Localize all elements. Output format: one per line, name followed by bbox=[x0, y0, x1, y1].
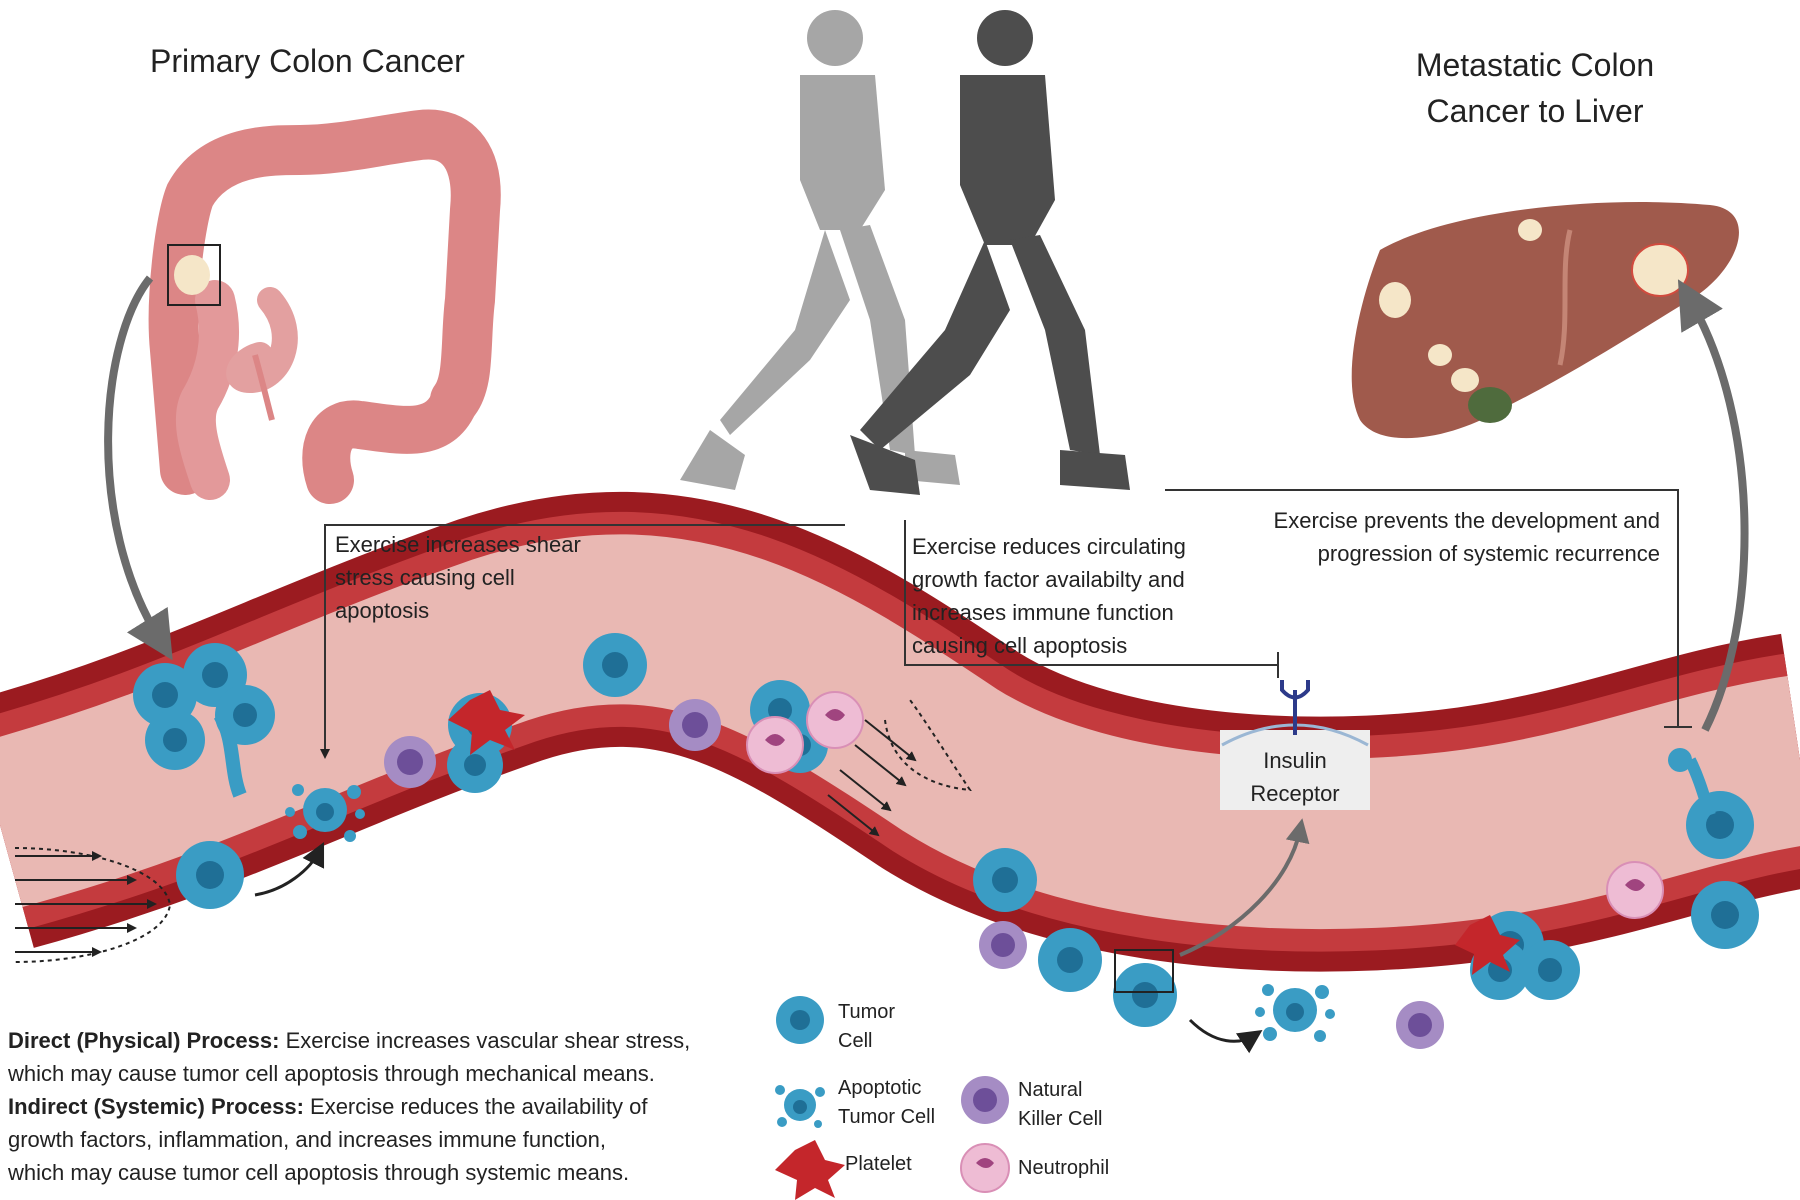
tumor-cluster-primary bbox=[133, 643, 275, 798]
colon-illustration bbox=[148, 109, 501, 504]
apoptosis-arrow-left bbox=[254, 841, 325, 897]
legend-platelet-label: Platelet bbox=[845, 1153, 912, 1175]
direct-process-heading: Direct (Physical) Process: bbox=[8, 1028, 280, 1053]
recurrence-note: Exercise prevents the development and pr… bbox=[1225, 504, 1660, 570]
legend-apoptotic-cell-icon bbox=[775, 1085, 825, 1128]
apoptosis-arrow-right bbox=[1188, 1018, 1263, 1054]
colon-to-vessel-arrow bbox=[104, 275, 173, 661]
metastatic-title-line1: Metastatic Colon bbox=[1415, 47, 1655, 83]
tumor-cell-extravasating bbox=[1668, 748, 1754, 859]
walker-light bbox=[680, 10, 960, 490]
walker-dark bbox=[850, 10, 1130, 495]
tumor-zoom-box bbox=[167, 244, 221, 306]
legend-tumor-cell-icon bbox=[776, 996, 824, 1044]
zoom-box bbox=[1114, 949, 1174, 993]
growth-note-line: increases immune function bbox=[912, 600, 1174, 625]
legend-label-line: Cell bbox=[838, 1030, 873, 1052]
nk-cells bbox=[384, 699, 1444, 1049]
recurrence-note-line: progression of systemic recurrence bbox=[1317, 541, 1660, 566]
recurrence-note-line: Exercise prevents the development and bbox=[1273, 508, 1660, 533]
legend-neutrophil-icon bbox=[960, 1143, 1010, 1193]
direct-process-line: Direct (Physical) Process: Exercise incr… bbox=[8, 1024, 690, 1057]
process-description: Direct (Physical) Process: Exercise incr… bbox=[8, 1024, 690, 1189]
legend-label-line: Killer Cell bbox=[1018, 1108, 1103, 1130]
neutrophils bbox=[746, 691, 1664, 919]
metastatic-title-line2: Cancer to Liver bbox=[1426, 93, 1644, 129]
legend-neutrophil-label: Neutrophil bbox=[1018, 1157, 1110, 1179]
growth-note-line: causing cell apoptosis bbox=[912, 633, 1128, 658]
growth-note-line: growth factor availabilty and bbox=[912, 567, 1185, 592]
legend-apoptotic-label: Apoptotic Tumor Cell bbox=[838, 1074, 935, 1132]
shear-note-line: stress causing cell bbox=[335, 565, 515, 590]
legend-label-line: Apoptotic bbox=[838, 1077, 922, 1099]
legend-platelet-icon bbox=[775, 1140, 845, 1200]
primary-cancer-title: Primary Colon Cancer bbox=[150, 43, 465, 79]
zoom-arrow bbox=[1179, 818, 1310, 957]
indirect-process-text: which may cause tumor cell apoptosis thr… bbox=[8, 1160, 630, 1185]
receptor-label-line: Receptor bbox=[1250, 781, 1340, 806]
indirect-process-text: Exercise reduces the availability of bbox=[303, 1094, 648, 1119]
legend-label-line: Tumor Cell bbox=[838, 1106, 936, 1128]
legend-nk-cell-icon bbox=[961, 1076, 1009, 1124]
shear-note-line: apoptosis bbox=[335, 598, 430, 623]
legend-label-line: Natural bbox=[1018, 1079, 1083, 1101]
indirect-process-text: growth factors, inflammation, and increa… bbox=[8, 1127, 606, 1152]
shear-stress-note: Exercise increases shear stress causing … bbox=[335, 528, 581, 627]
legend-icons bbox=[775, 996, 1010, 1200]
flow-profile-middle bbox=[827, 699, 973, 837]
direct-process-text: Exercise increases vascular shear stress… bbox=[279, 1028, 691, 1053]
legend-label-line: Tumor bbox=[838, 1001, 896, 1023]
indirect-process-heading: Indirect (Systemic) Process: bbox=[8, 1094, 304, 1119]
receptor-label-line: Insulin bbox=[1263, 748, 1327, 773]
platelets bbox=[448, 690, 1520, 975]
vessel-to-liver-arrow bbox=[1677, 279, 1749, 732]
legend-nk-cell-label: Natural Killer Cell bbox=[1018, 1076, 1102, 1134]
metastatic-cancer-title: Metastatic Colon Cancer to Liver bbox=[1375, 42, 1695, 134]
legend-tumor-cell-label: Tumor Cell bbox=[838, 998, 895, 1056]
tumor-cells bbox=[133, 633, 1759, 1027]
blood-vessel bbox=[0, 491, 1800, 972]
flow-profile-left bbox=[14, 847, 172, 963]
growth-factor-note: Exercise reduces circulating growth fact… bbox=[912, 530, 1186, 662]
insulin-receptor-label: Insulin Receptor bbox=[1220, 744, 1370, 810]
indirect-process-line: Indirect (Systemic) Process: Exercise re… bbox=[8, 1090, 690, 1123]
liver-illustration bbox=[1351, 202, 1739, 439]
shear-note-line: Exercise increases shear bbox=[335, 532, 581, 557]
callout-lines bbox=[320, 489, 1692, 759]
apoptotic-cells bbox=[285, 784, 1335, 1042]
insulin-receptor bbox=[1220, 680, 1370, 810]
growth-note-line: Exercise reduces circulating bbox=[912, 534, 1186, 559]
direct-process-text: which may cause tumor cell apoptosis thr… bbox=[8, 1061, 655, 1086]
